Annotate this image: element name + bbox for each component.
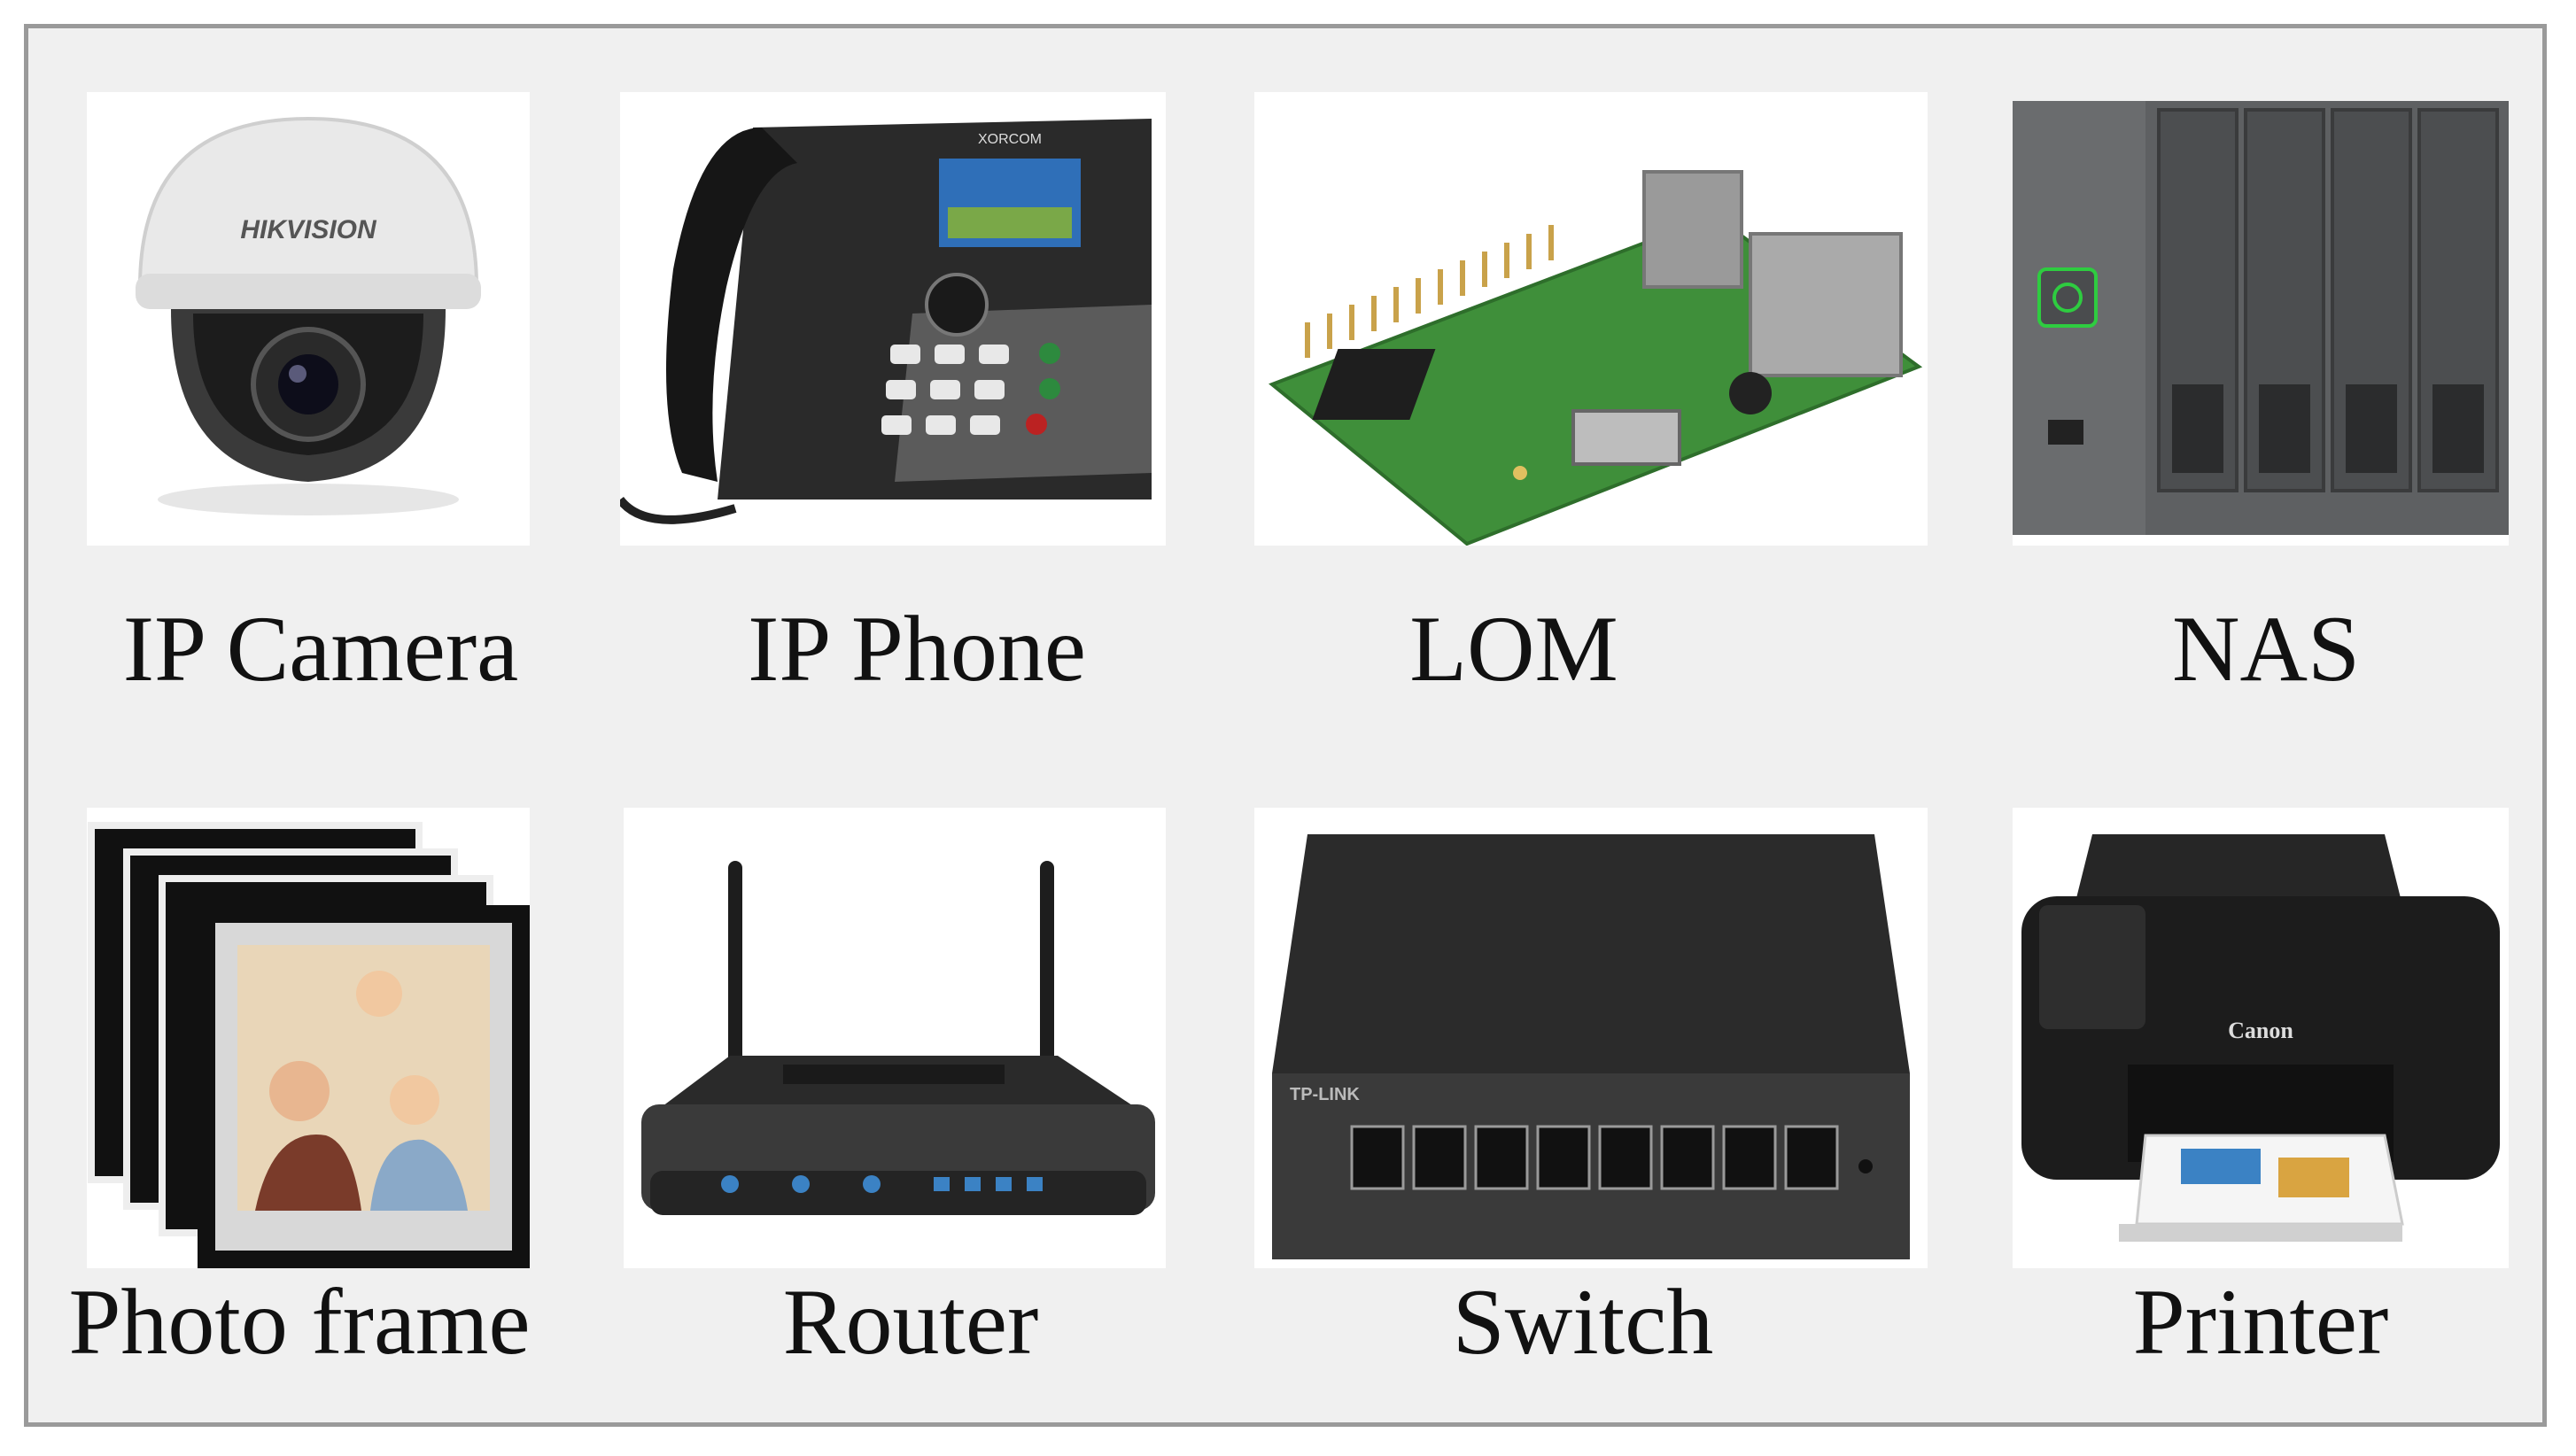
device-label: Switch [1452,1270,1714,1374]
device-label: IP Camera [122,597,519,701]
device-label: IP Phone [748,597,1086,701]
ip-phone-icon: XORCOM [620,92,1166,546]
device-label: Printer [2132,1270,2389,1374]
device-grid-figure: HIKVISION IP Camera XORCOM IP Phone [24,24,2547,1427]
printer-brand-text: Canon [2228,1018,2293,1043]
ip-camera-icon: HIKVISION [87,92,530,546]
device-label: LOM [1409,597,1618,701]
switch-brand-text: TP-LINK [1290,1085,1360,1104]
photo-frame-icon [87,808,530,1268]
phone-brand-text: XORCOM [978,132,1042,147]
switch-icon: TP-LINK [1254,808,1928,1268]
camera-brand-text: HIKVISION [240,215,377,244]
router-icon [624,808,1166,1268]
device-label: Photo frame [68,1270,531,1374]
device-label: NAS [2171,597,2361,701]
printer-icon: Canon [2013,808,2509,1268]
lom-board-icon [1254,92,1928,546]
nas-icon [2013,101,2509,546]
device-label: Router [782,1270,1039,1374]
